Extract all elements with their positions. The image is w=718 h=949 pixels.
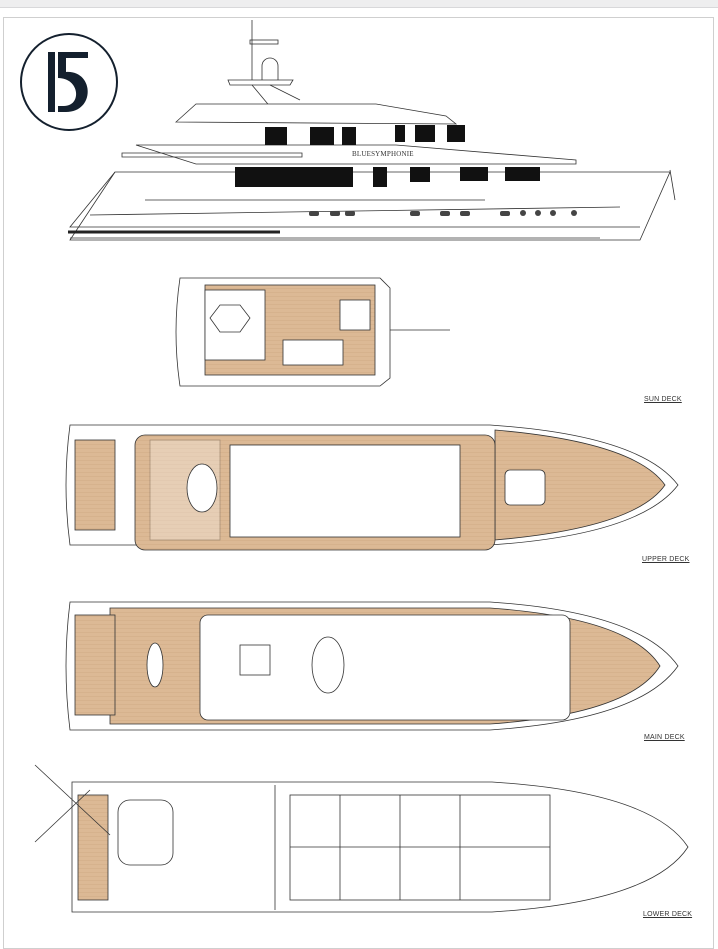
logo [20, 33, 118, 131]
lower-deck-plan [34, 764, 689, 913]
ship-name: BLUESYMPHONIE [352, 150, 414, 158]
sun-deck-plan [175, 277, 450, 387]
yacht-profile [68, 20, 676, 241]
top-bar [0, 0, 718, 8]
upper-deck-label: UPPER DECK [642, 556, 690, 563]
profile-windows [235, 125, 577, 216]
lower-deck-label: LOWER DECK [643, 911, 693, 918]
main-deck-label: MAIN DECK [644, 734, 685, 741]
main-deck-plan [65, 601, 679, 731]
upper-deck-plan [65, 424, 679, 551]
sun-deck-label: SUN DECK [644, 396, 682, 403]
